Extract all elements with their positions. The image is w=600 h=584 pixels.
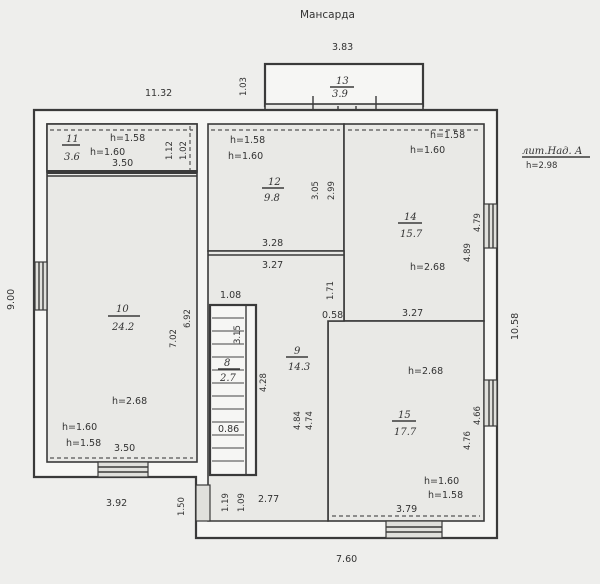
room-12-num: 12 [268, 177, 281, 188]
room-12-h160: h=1.60 [228, 151, 263, 162]
lit-label: лит.Над. А [522, 146, 582, 157]
room-11 [46, 123, 198, 173]
room-9-d474: 4.74 [305, 411, 315, 430]
room-11-h158: h=1.58 [110, 133, 145, 144]
window-bottom-left [97, 461, 149, 478]
room-12-d305: 3.05 [311, 181, 321, 200]
room-9-d327: 3.27 [262, 260, 283, 271]
room-11-d102: 1.02 [179, 141, 189, 160]
room-13-area: 3.9 [332, 89, 349, 100]
dim-bottom-width: 7.60 [336, 554, 357, 565]
window-left [34, 261, 48, 311]
room-13-num: 13 [336, 76, 349, 87]
dim-balcony-depth: 1.03 [239, 77, 249, 96]
stair-d119: 1.19 [221, 493, 231, 512]
porch-window [195, 484, 211, 522]
room-10-h268: h=2.68 [112, 396, 147, 407]
room-14-h158: h=1.58 [430, 130, 465, 141]
room-11-d112: 1.12 [165, 141, 175, 160]
dim-top-length: 11.32 [145, 88, 172, 99]
room-9-d277: 2.77 [258, 494, 279, 505]
room-14-h160: h=1.60 [410, 145, 445, 156]
dim-balcony-width: 3.83 [332, 42, 353, 53]
room-12-h158: h=1.58 [230, 135, 265, 146]
stair-d108: 1.08 [220, 290, 241, 301]
plan-title: Мансарда [300, 9, 355, 21]
room-14-d479: 4.79 [473, 213, 483, 232]
room-8-num: 8 [224, 358, 230, 369]
room-14-d327: 3.27 [402, 308, 423, 319]
room-14-d489: 4.89 [463, 243, 473, 262]
window-right-bottom [483, 379, 498, 427]
stair-d315: 3.15 [233, 325, 243, 344]
dim-porch-depth: 1.50 [177, 497, 187, 516]
room-10-d702: 7.02 [169, 329, 179, 348]
stair-d428: 4.28 [259, 373, 269, 392]
room-15-d379: 3.79 [396, 504, 417, 515]
window-right-top [483, 203, 498, 249]
balcony-outline [263, 62, 425, 108]
room-14-h268: h=2.68 [410, 262, 445, 273]
room-9-d484: 4.84 [293, 411, 303, 430]
window-bottom-right [385, 520, 443, 539]
room-11-dim: 3.50 [112, 158, 133, 169]
dim-right-height: 10.58 [510, 313, 521, 340]
dim-bottom-left: 3.92 [106, 498, 127, 509]
stair-d109: 1.09 [237, 493, 247, 512]
room-14-area: 15.7 [400, 229, 423, 240]
room-11-num: 11 [66, 134, 79, 145]
room-10-d692: 6.92 [183, 309, 193, 328]
room-9-area: 14.3 [288, 362, 310, 373]
room-9-d058: 0.58 [322, 310, 343, 321]
room-15-d476: 4.76 [463, 431, 473, 450]
room-10-dim: 3.50 [114, 443, 135, 454]
room-15-area: 17.7 [394, 427, 417, 438]
room-12-d328: 3.28 [262, 238, 283, 249]
room-15-h158: h=1.58 [428, 490, 463, 501]
room-10-h158: h=1.58 [66, 438, 101, 449]
staircase [208, 303, 258, 477]
room-12-d299: 2.99 [327, 181, 337, 200]
room-11-h160: h=1.60 [90, 147, 125, 158]
room-10-block [46, 123, 198, 463]
lit-height: h=2.98 [526, 161, 557, 171]
room-15-h160: h=1.60 [424, 476, 459, 487]
room-14-num: 14 [404, 212, 417, 223]
dim-left-height: 9.00 [6, 289, 17, 310]
room-9-num: 9 [294, 346, 301, 357]
room-8-area: 2.7 [219, 373, 237, 384]
room-15-num: 15 [398, 410, 411, 421]
stair-d086: 0.86 [218, 424, 239, 435]
room-10-num: 10 [116, 304, 129, 315]
room-15-d466: 4.66 [473, 406, 483, 425]
room-10-h160: h=1.60 [62, 422, 97, 433]
room-10-area: 24.2 [111, 322, 134, 333]
room-12-area: 9.8 [264, 193, 280, 204]
room-9-d171: 1.71 [326, 281, 336, 300]
room-15-h268: h=2.68 [408, 366, 443, 377]
room-11-area: 3.6 [64, 152, 81, 163]
